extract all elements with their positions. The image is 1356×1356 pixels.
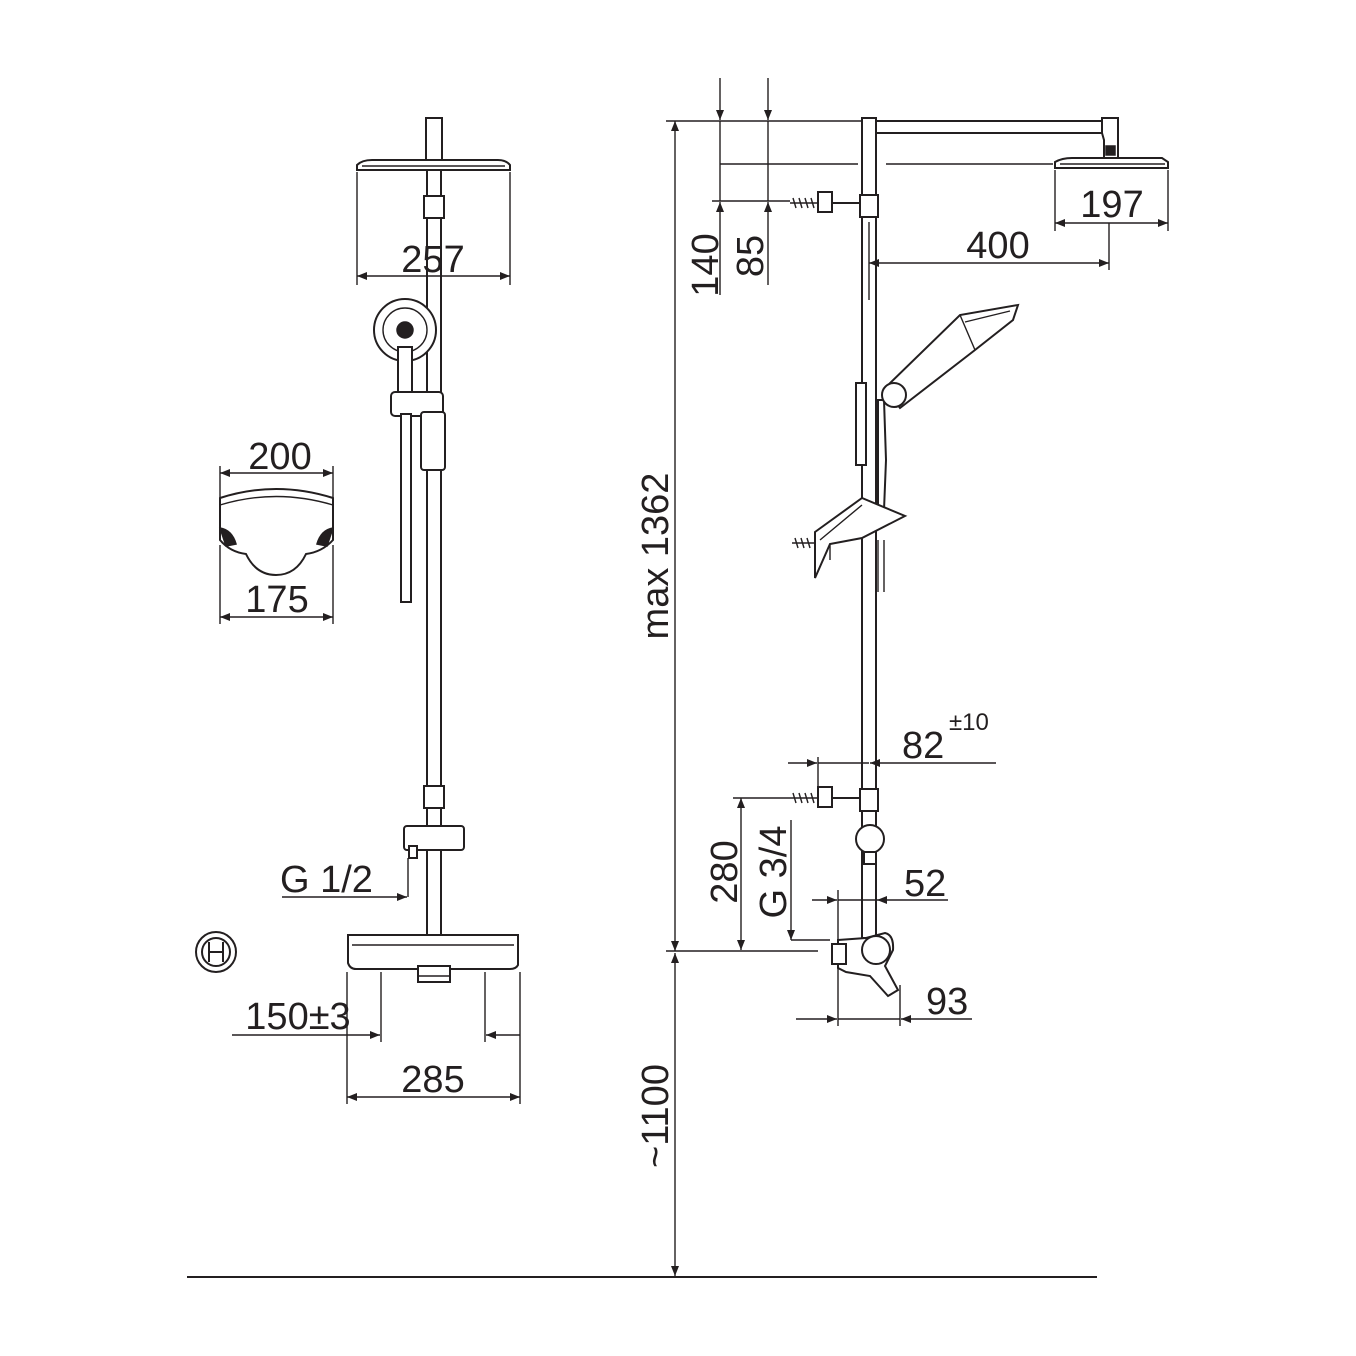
dim-257: 257 [401,239,464,281]
dim-1362: max 1362 [635,473,677,640]
side-view: max 1362 140 85 197 400 82 ±10 280 G 3/4 [635,78,1169,1276]
front-hose-pipe [400,413,412,603]
side-joint [855,824,885,854]
dim-175: 175 [245,579,308,621]
handset-holder-detail [219,488,334,577]
front-mixer-outlet [417,965,451,983]
front-riser-upper [426,169,442,941]
side-upper-bracket [859,194,879,218]
front-view: 257 200 175 G 1/2 150±3 285 [195,117,521,1104]
dim-82-tolerance: ±10 [949,709,989,736]
h-in-circle-logo [195,931,237,973]
front-handset-holder [420,411,446,471]
dim-93: 93 [926,981,968,1023]
dim-150: 150±3 [245,996,350,1038]
dim-200: 200 [248,436,311,478]
front-hand-shower-handle [397,346,413,398]
dim-1100: ~1100 [635,1064,677,1168]
dim-197: 197 [1080,184,1143,226]
dim-285: 285 [401,1059,464,1101]
dim-400: 400 [966,225,1029,267]
upper-wall-screw [790,197,818,209]
dim-280: 280 [704,840,746,903]
shelf-screw [792,537,815,549]
lower-wall-screw [790,792,818,804]
dim-g34: G 3/4 [753,826,795,919]
side-arm [875,120,1107,134]
front-head-connector [425,117,443,161]
dim-85: 85 [730,235,772,277]
dim-140: 140 [685,233,727,296]
front-overhead-shower [356,159,511,171]
front-lower-bracket [403,825,465,851]
side-lower-bracket [859,788,879,812]
dim-g12: G 1/2 [280,859,373,901]
front-riser-collar-top [423,195,445,219]
side-handset-holder [877,399,888,511]
side-shelf [814,496,908,579]
front-riser-collar-low [423,785,445,809]
dim-52: 52 [904,863,946,905]
front-slider [390,391,444,417]
front-thermostat-mixer [347,934,519,970]
side-overhead-shower [1054,157,1169,169]
side-slider [855,382,867,466]
dim-82: 82 [902,725,944,767]
